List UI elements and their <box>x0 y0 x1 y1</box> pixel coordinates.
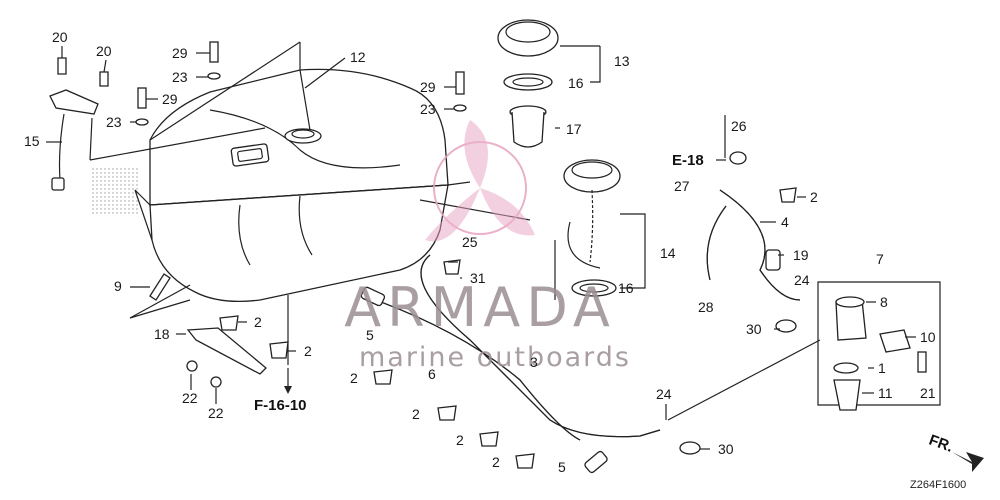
callout[interactable]: 20 <box>52 29 68 45</box>
callout[interactable]: 10 <box>920 329 936 345</box>
front-direction-label: FR. <box>927 432 956 456</box>
callout[interactable]: 16 <box>618 280 634 296</box>
callout[interactable]: 31 <box>470 270 486 286</box>
callout[interactable]: 23 <box>172 69 188 85</box>
fuel-tank[interactable] <box>134 68 471 302</box>
callout[interactable]: 27 <box>674 178 690 194</box>
callout[interactable]: 13 <box>614 53 630 69</box>
hose-clips[interactable] <box>219 151 797 469</box>
callout[interactable]: 18 <box>154 326 170 342</box>
callout[interactable]: 2 <box>350 370 358 386</box>
fuel-valve-assembly[interactable] <box>833 296 911 411</box>
tank-strap[interactable] <box>149 273 267 375</box>
fuel-hoses[interactable] <box>360 189 801 474</box>
callout[interactable]: 17 <box>566 121 582 137</box>
callout[interactable]: 29 <box>172 45 188 61</box>
front-arrow-icon <box>952 452 984 472</box>
callout[interactable]: 30 <box>718 441 734 457</box>
callout[interactable]: 15 <box>24 133 40 149</box>
callout[interactable]: 28 <box>698 299 714 315</box>
diagram-code: Z264F1600 <box>910 479 966 491</box>
callout[interactable]: 14 <box>660 245 676 261</box>
callout[interactable]: 29 <box>420 79 436 95</box>
callout[interactable]: 1 <box>878 360 886 376</box>
callout[interactable]: 2 <box>456 432 464 448</box>
callout[interactable]: 22 <box>208 405 224 421</box>
callout[interactable]: 2 <box>412 406 420 422</box>
callout[interactable]: 22 <box>182 390 198 406</box>
callout[interactable]: 4 <box>781 214 789 230</box>
callout[interactable]: 16 <box>568 75 584 91</box>
callout[interactable]: 23 <box>420 101 436 117</box>
callout[interactable]: 23 <box>106 114 122 130</box>
bolts-and-washers <box>57 41 927 388</box>
callout[interactable]: 24 <box>656 386 672 402</box>
callout[interactable]: 2 <box>254 314 262 330</box>
callout[interactable]: 29 <box>162 91 178 107</box>
callout-leaders <box>46 46 916 450</box>
callout[interactable]: 11 <box>878 385 893 401</box>
callout[interactable]: 2 <box>810 189 818 205</box>
watermark-title: ARMADA <box>344 276 616 339</box>
callout[interactable]: 12 <box>350 49 366 65</box>
callout[interactable]: 7 <box>876 251 884 267</box>
callout[interactable]: 3 <box>530 354 538 370</box>
callout[interactable]: 8 <box>880 294 888 310</box>
callout[interactable]: 2 <box>492 454 500 470</box>
ref-f1610[interactable]: F-16-10 <box>254 397 307 414</box>
callout[interactable]: 26 <box>731 118 747 134</box>
callout[interactable]: 25 <box>462 234 478 250</box>
callout[interactable]: 24 <box>794 272 810 288</box>
callout[interactable]: 20 <box>96 43 112 59</box>
vent-cap-chain[interactable] <box>563 159 621 297</box>
leader-lines <box>89 41 941 421</box>
watermark: ARMADA marine outboards <box>344 120 631 373</box>
callout[interactable]: 21 <box>920 385 936 401</box>
callout[interactable]: 30 <box>746 321 762 337</box>
fuel-gauge-sender[interactable] <box>49 89 99 191</box>
callout[interactable]: 9 <box>114 278 122 294</box>
callout-numbers: 20 20 29 23 12 29 23 29 23 15 13 16 17 2… <box>24 29 936 475</box>
ref-e18[interactable]: E-18 <box>672 152 704 169</box>
watermark-subtitle: marine outboards <box>359 342 631 373</box>
callout[interactable]: 6 <box>428 366 436 382</box>
callout[interactable]: 2 <box>304 343 312 359</box>
fuel-cap-assembly[interactable] <box>497 19 559 148</box>
callout[interactable]: 5 <box>558 459 566 475</box>
callout[interactable]: 19 <box>793 247 809 263</box>
callout[interactable]: 5 <box>366 327 374 343</box>
